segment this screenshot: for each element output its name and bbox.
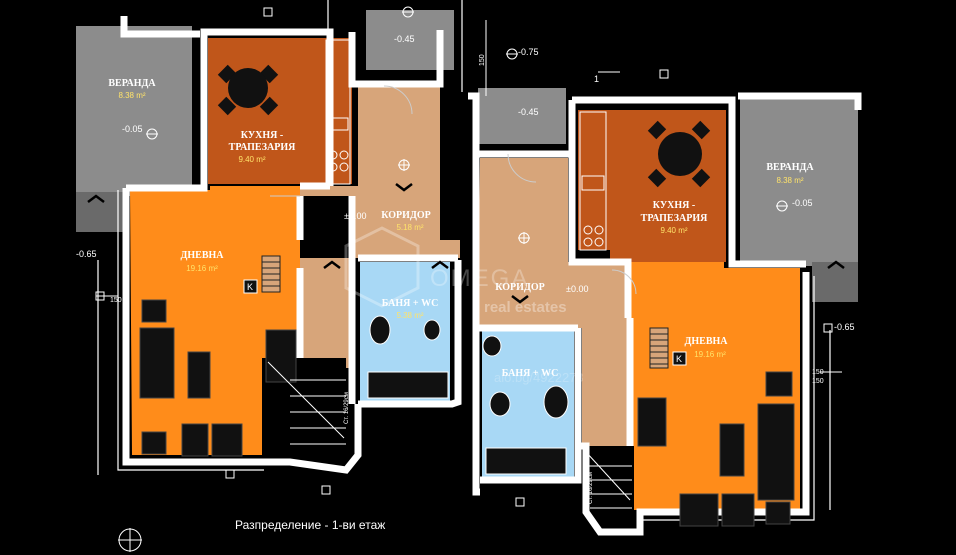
corridor-right-name: КОРИДОР (495, 282, 544, 293)
corridor-left-level: ±0.00 (344, 211, 366, 221)
bath-left-name: БАНЯ + WC (382, 298, 439, 309)
kitchen-right-floor (610, 110, 726, 262)
kitchen-right-counter (578, 110, 610, 250)
veranda-right-floor (740, 98, 858, 266)
corridor-left-name: КОРИДОР (381, 210, 430, 221)
dining-set-left (217, 64, 279, 116)
bath-right-name: БАНЯ + WC (502, 368, 559, 379)
bath-fixtures-right (482, 335, 569, 475)
stair-right (585, 451, 632, 509)
living-right-area: 19.16 m² (694, 350, 726, 359)
crosshair-markers (118, 6, 788, 552)
marker-k-left: K (247, 282, 253, 292)
watermark-sub: real estates (484, 299, 567, 316)
watermark-code: alo.bg/4922278 (494, 370, 584, 385)
radiator-left (261, 255, 281, 293)
marker-k-right-box (672, 351, 687, 366)
stair-label-right: Ст. 16/29см (588, 472, 594, 504)
corridor-left-area: 5.18 m² (396, 223, 423, 232)
veranda-left-area: 8.38 m² (118, 91, 145, 100)
kitchen-left-name2: ТРАПЕЗАРИЯ (229, 142, 296, 153)
veranda-left-name: ВЕРАНДА (108, 78, 156, 89)
kitchen-right-name1: КУХНЯ - (653, 200, 695, 211)
level-entry-right: -0.45 (518, 107, 539, 117)
living-left-area: 19.16 m² (186, 264, 218, 273)
dimension-lines (95, 7, 842, 507)
watermark: OMEGA real estates alo.bg/4922278 (344, 226, 584, 385)
veranda-right-area: 8.38 m² (776, 176, 803, 185)
kitchen-fixtures-left (325, 39, 351, 185)
bath-fixtures-left (367, 315, 449, 399)
dim-150-d: 150 (812, 378, 824, 385)
walls (120, 16, 862, 536)
dim-150-b: 150 (110, 297, 122, 304)
living-furniture-right (637, 371, 795, 527)
kitchen-right-name2: ТРАПЕЗАРИЯ (641, 213, 708, 224)
marker-k-right: K (676, 354, 682, 364)
level-entry-left: -0.45 (394, 34, 415, 44)
marker-k-left-box (243, 279, 258, 294)
dining-set-right (647, 120, 711, 188)
kitchen-left-area: 9.40 m² (238, 155, 265, 164)
stair-hall-right-floor (582, 316, 632, 446)
stair-left (267, 361, 346, 445)
bath-left-area: 5.38 m² (396, 311, 423, 320)
entry-arrows (87, 183, 845, 304)
veranda-right-name: ВЕРАНДА (766, 162, 814, 173)
stair-hall-left-floor (300, 258, 352, 368)
door-swings (270, 85, 637, 295)
living-furniture-left (139, 299, 297, 457)
corridor-right-floor (478, 158, 628, 328)
level-outside-right: -0.65 (834, 322, 855, 332)
level-outside-left: -0.65 (76, 249, 97, 259)
kitchen-left-name1: КУХНЯ - (241, 130, 283, 141)
living-right-floor (628, 262, 800, 510)
corridor-left-floor (300, 86, 460, 258)
kitchen-right-area: 9.40 m² (660, 226, 687, 235)
kitchen-fixtures-right (579, 111, 607, 251)
dim-150-a: 150 (479, 54, 486, 66)
radiator-right (649, 327, 669, 369)
dim-150-c: 150 (812, 369, 824, 376)
axis-marker: 1 (594, 74, 599, 84)
plan-caption: Разпределение - 1-ви етаж (235, 518, 385, 532)
corridor-right-level: ±0.00 (566, 284, 588, 294)
entry-right-floor (478, 88, 566, 144)
watermark-brand: OMEGA (430, 265, 529, 292)
level-top: -0.75 (518, 47, 539, 57)
veranda-right-level: -0.05 (792, 198, 813, 208)
veranda-left-floor (76, 26, 192, 196)
living-right-name: ДНЕВНА (685, 336, 729, 347)
living-left-name: ДНЕВНА (181, 250, 225, 261)
veranda-left-level: -0.05 (122, 124, 143, 134)
veranda-right-steps (812, 262, 858, 302)
stair-label-left: Ст. 16/29см (344, 392, 350, 424)
